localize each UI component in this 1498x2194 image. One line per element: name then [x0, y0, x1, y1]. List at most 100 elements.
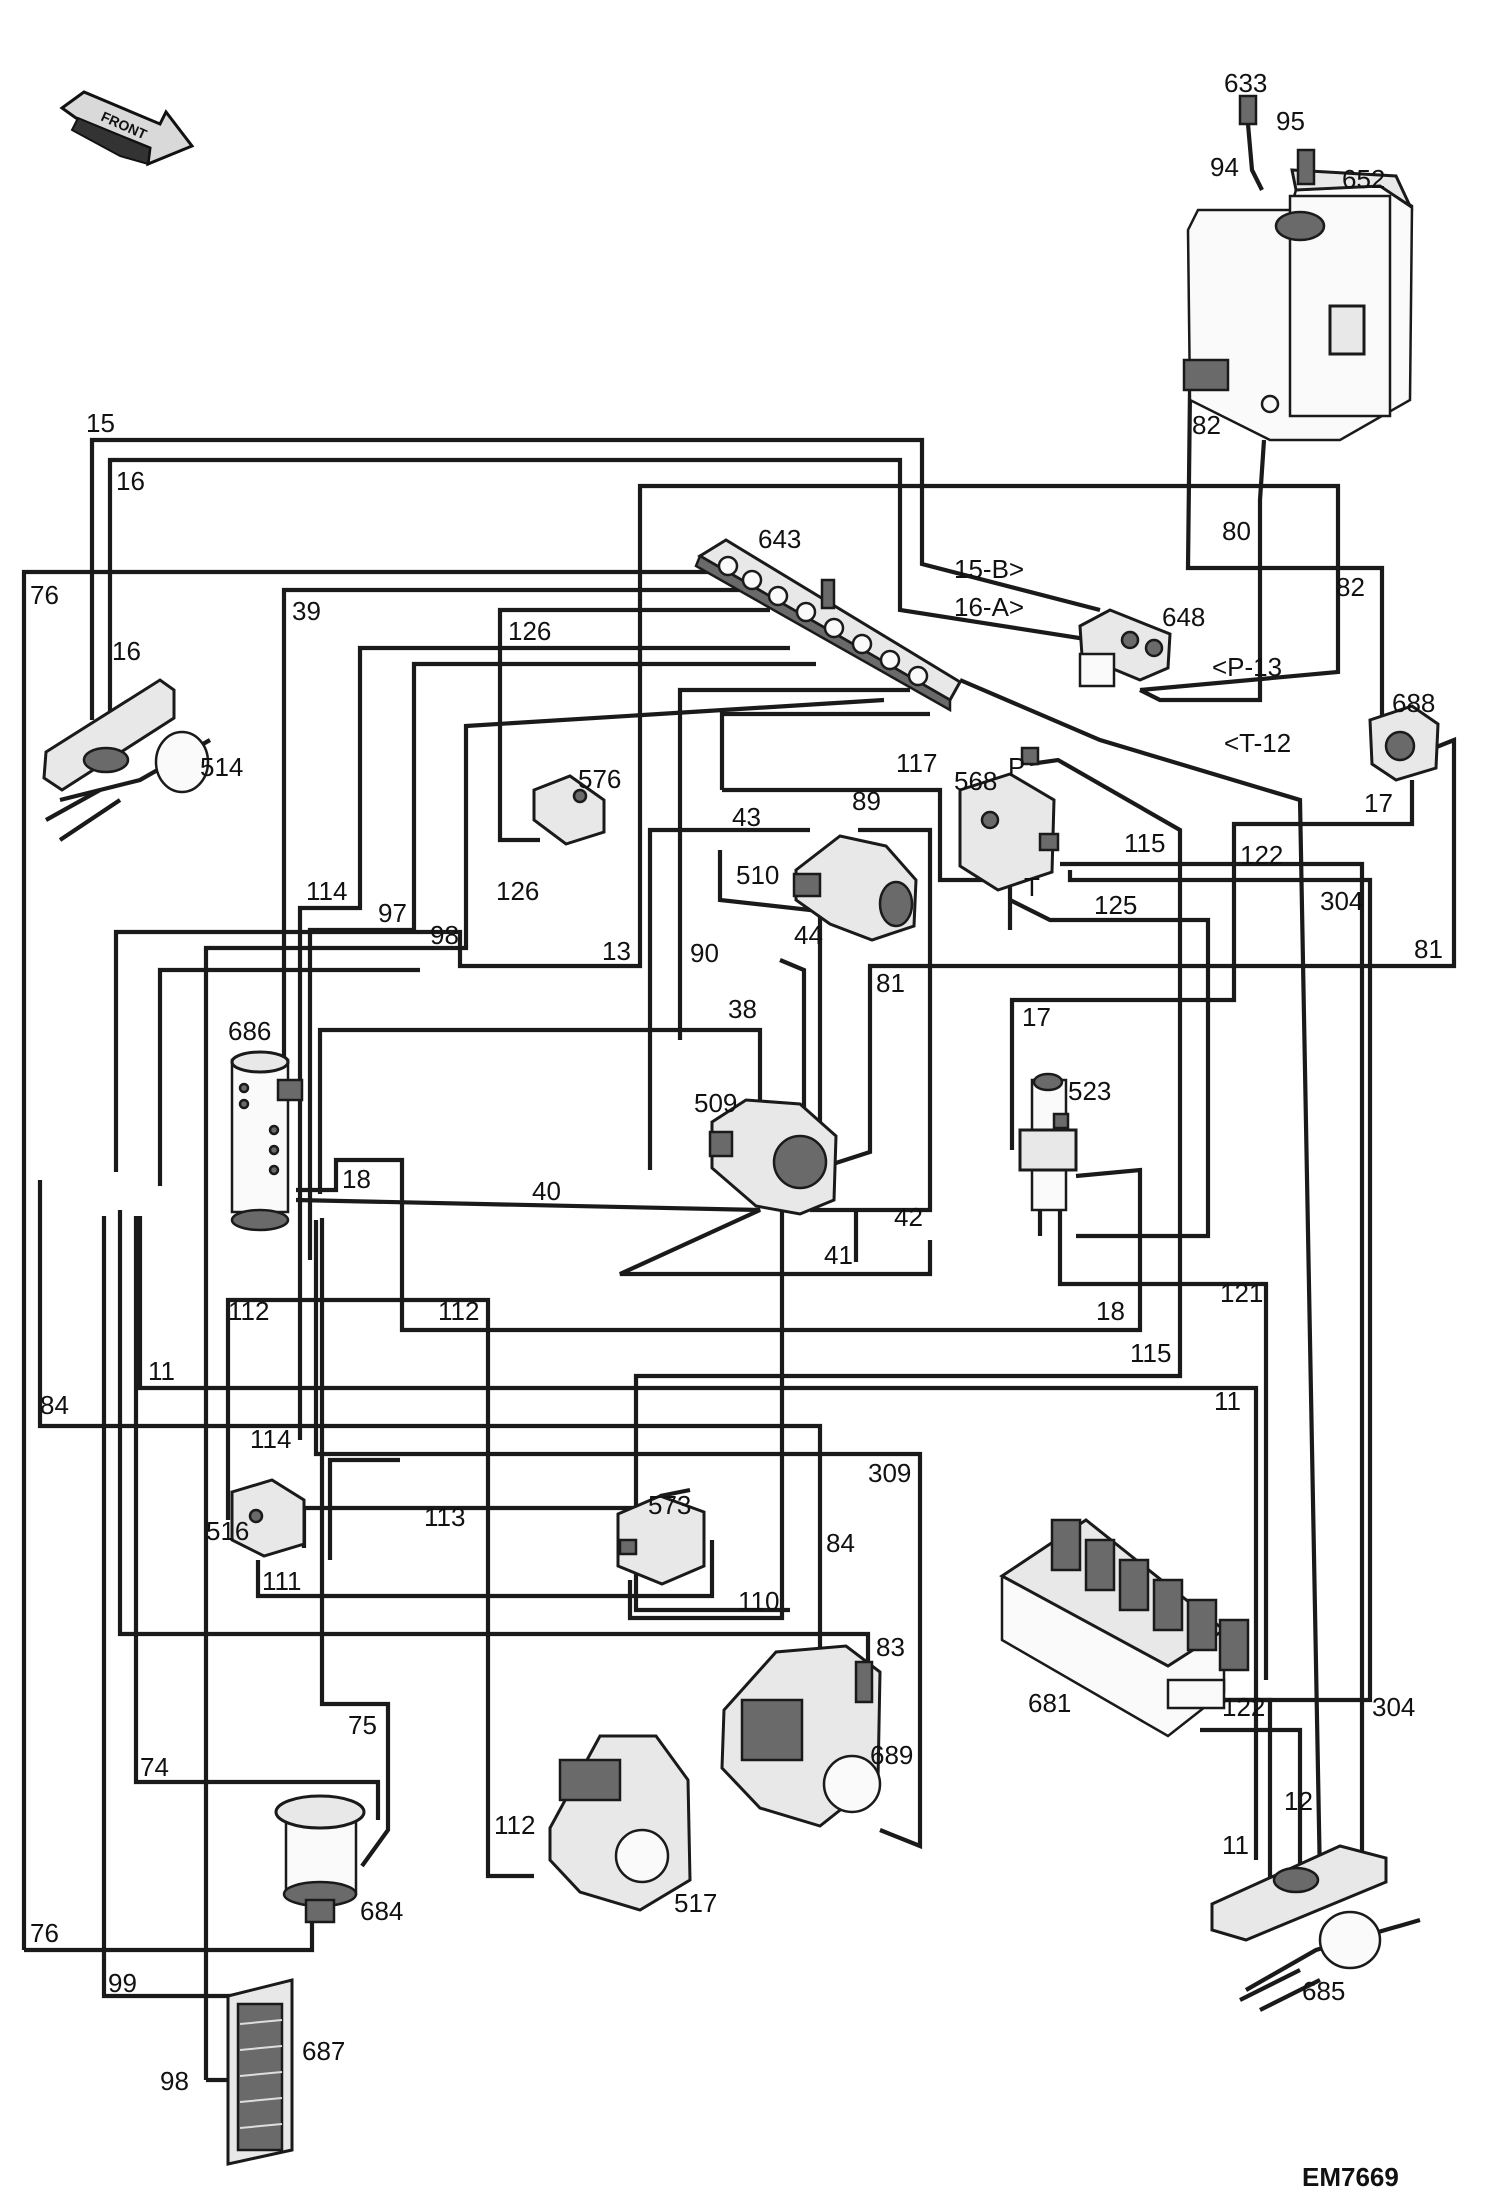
label-95: 95 [1276, 106, 1305, 136]
label-line-41: 41 [824, 1240, 853, 1270]
line-99 [101, 1216, 234, 1999]
line-89 [810, 827, 933, 1213]
line-75 [319, 1218, 391, 1868]
line-304b [1060, 861, 1365, 1860]
label-688: 688 [1392, 688, 1435, 718]
label-line-99: 99 [108, 1968, 137, 1998]
line-16 [107, 457, 1093, 712]
line-13 [113, 760, 643, 1172]
drawing-id: EM7669 [1302, 2162, 1399, 2192]
line-90 [677, 687, 910, 1040]
cooler-fins [239, 2019, 283, 2129]
line-117 [719, 711, 930, 790]
line-81 [807, 736, 1457, 1174]
line-115 [633, 757, 1183, 1613]
hydraulic-lines [21, 389, 1457, 2083]
label-568: 568 [954, 766, 997, 796]
line-122 [1067, 870, 1373, 1703]
rear-axle-685 [1210, 1844, 1421, 2012]
label-684: 684 [360, 1896, 403, 1926]
label-652: 652 [1342, 164, 1385, 194]
label-line-114: 114 [306, 876, 347, 906]
label-line-98b: 98 [160, 2066, 189, 2096]
line-125 [1009, 898, 1211, 1239]
label-line-112b: 112 [438, 1296, 479, 1326]
label-line-122: 122 [1240, 840, 1283, 870]
oil-cooler-687 [226, 1978, 294, 2166]
label-line-40: 40 [532, 1176, 561, 1206]
label-line-13p: <P-13 [1212, 652, 1282, 682]
valve-523 [1018, 1072, 1078, 1212]
line-110 [627, 1200, 785, 1621]
label-94: 94 [1210, 152, 1239, 182]
manifold-643 [694, 538, 963, 713]
label-509: 509 [694, 1088, 737, 1118]
accumulator-686 [230, 1050, 304, 1232]
label-681: 681 [1028, 1688, 1071, 1718]
label-line-89: 89 [852, 786, 881, 816]
label-514: 514 [200, 752, 243, 782]
label-line-90: 90 [690, 938, 719, 968]
line-17 [1009, 780, 1415, 1150]
line-labels: 15 16 76 16 39 126 126 80 82 15-B> 16-A>… [30, 408, 1443, 2096]
label-516: 516 [206, 1516, 249, 1546]
label-line-15b: 15-B> [954, 554, 1024, 584]
line-15 [89, 437, 1101, 720]
label-648: 648 [1162, 602, 1205, 632]
label-line-16a: 16-A> [954, 592, 1024, 622]
front-arrow: FRONT [59, 90, 195, 167]
label-line-16b: 16 [112, 636, 141, 666]
line-80-tank [1139, 439, 1267, 703]
line-38 [317, 1027, 763, 1194]
pump-689 [720, 1644, 882, 1828]
label-line-122b: 122 [1222, 1692, 1265, 1722]
label-line-76b: 76 [30, 1918, 59, 1948]
line-43 [647, 827, 810, 1170]
steer-cylinder-514 [42, 678, 212, 842]
line-11 [137, 1216, 1259, 1860]
component-labels: 633 95 94 652 82 643 648 688 514 576 568… [200, 68, 1435, 2066]
line-309 [313, 1220, 923, 1850]
label-line-309: 309 [868, 1458, 911, 1488]
line-76 [21, 569, 718, 1950]
label-line-15: 15 [86, 408, 115, 438]
label-line-12: 12 [1284, 1786, 1313, 1816]
label-line-84: 84 [40, 1390, 69, 1420]
label-line-115: 115 [1124, 828, 1165, 858]
label-573: 573 [648, 1490, 691, 1520]
label-line-16: 16 [116, 466, 145, 496]
line-113 [301, 1505, 643, 1550]
line-44b [779, 958, 807, 1170]
line-74 [133, 1216, 381, 1820]
line-12 [1200, 1727, 1303, 1880]
label-line-11b: 11 [1214, 1386, 1241, 1416]
pump-510 [792, 834, 918, 942]
label-line-42: 42 [894, 1202, 923, 1232]
label-line-18b: 18 [1096, 1296, 1125, 1326]
label-517: 517 [674, 1888, 717, 1918]
label-line-17b: 17 [1022, 1002, 1051, 1032]
valve-648 [1078, 608, 1172, 688]
label-line-74: 74 [140, 1752, 169, 1782]
label-686: 686 [228, 1016, 271, 1046]
label-line-38: 38 [728, 994, 757, 1024]
label-523: 523 [1068, 1076, 1111, 1106]
label-689: 689 [870, 1740, 913, 1770]
valve-bank-681 [999, 1518, 1250, 1738]
label-line-125: 125 [1094, 890, 1137, 920]
label-line-76: 76 [30, 580, 59, 610]
label-line-18: 18 [342, 1164, 371, 1194]
label-line-81b: 81 [1414, 934, 1443, 964]
line-13b [157, 967, 420, 1186]
label-line-117: 117 [896, 748, 937, 778]
label-line-111: 111 [262, 1566, 302, 1596]
label-line-114b: 114 [250, 1424, 291, 1454]
line-82 [1185, 389, 1385, 730]
label-line-75: 75 [348, 1710, 377, 1740]
label-633: 633 [1224, 68, 1267, 98]
valve-516 [230, 1478, 306, 1558]
label-line-126: 126 [508, 616, 551, 646]
label-line-11c: 11 [1222, 1830, 1249, 1860]
label-510: 510 [736, 860, 779, 890]
